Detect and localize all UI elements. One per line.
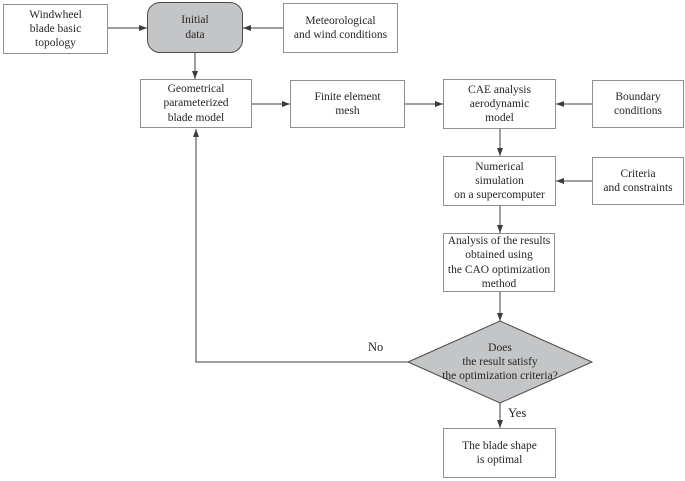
node-boundary-conditions: Boundary conditions xyxy=(592,80,684,128)
node-results-analysis: Analysis of the results obtained using t… xyxy=(443,233,555,292)
node-meteorological-conditions: Meteorological and wind conditions xyxy=(283,3,398,53)
node-geometrical-blade-model: Geometrical parameterized blade model xyxy=(140,79,252,128)
edge-label-yes: Yes xyxy=(508,406,527,420)
node-cae-analysis-model: CAE analysis aerodynamic model xyxy=(443,79,556,129)
node-criteria-constraints: Criteria and constraints xyxy=(592,157,684,205)
decision-diamond-label: Does the result satisfy the optimization… xyxy=(442,341,558,383)
node-numerical-simulation: Numerical simulation on a supercomputer xyxy=(443,156,556,206)
node-finite-element-mesh: Finite element mesh xyxy=(290,80,405,128)
edge-label-no: No xyxy=(368,340,384,354)
node-blade-shape-optimal: The blade shape is optimal xyxy=(443,428,556,478)
node-initial-data: Initial data xyxy=(147,2,243,53)
node-windwheel-topology: Windwheel blade basic topology xyxy=(3,4,108,54)
edge-decision-to-geometrical-feedback xyxy=(193,129,408,363)
decision-diamond-shape xyxy=(406,320,594,404)
